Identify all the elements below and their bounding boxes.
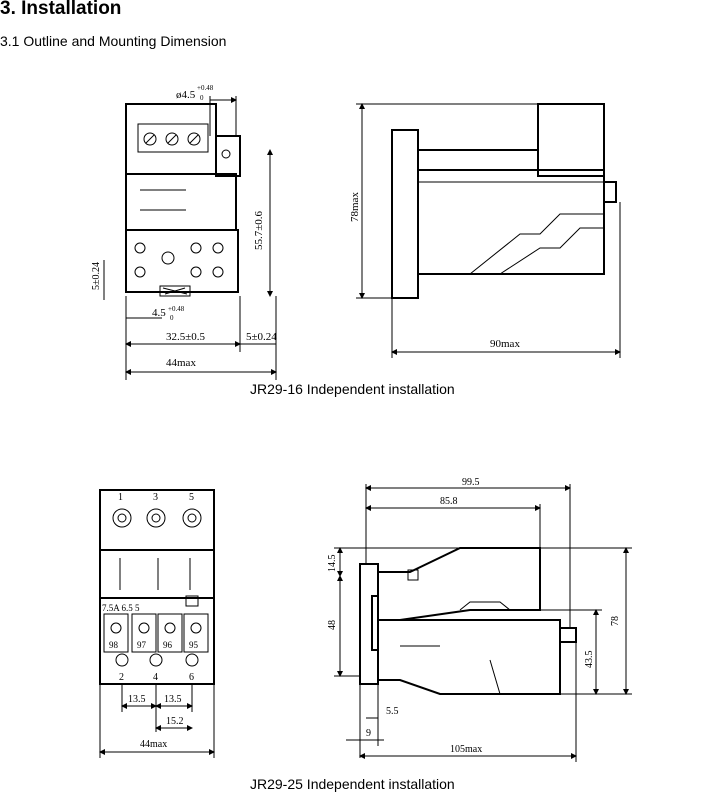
dim-slot-tol: +0.48 [168, 305, 185, 313]
terminal-aux-97: 97 [137, 640, 147, 650]
dim-pitch1: 13.5 [128, 694, 146, 705]
dim-pitch2: 13.5 [164, 694, 182, 705]
caption-jr29-25: JR29-25 Independent installation [250, 776, 455, 792]
dim-w-max-25: 44max [140, 739, 167, 750]
side-view-jr29-25 [359, 547, 577, 695]
dimensions-side-jr29-16 [356, 103, 621, 358]
dim-side-w2: 85.8 [440, 496, 458, 507]
terminal-bottom-2: 2 [119, 672, 124, 683]
terminal-top-3: 3 [153, 492, 158, 503]
dim-hole-tol0: 0 [200, 94, 204, 102]
terminal-bottom-6: 6 [189, 672, 194, 683]
terminal-aux-98: 98 [109, 640, 119, 650]
dim-side-w: 90max [490, 338, 520, 350]
side-view-jr29-16 [391, 103, 617, 299]
terminal-top-1: 1 [118, 492, 123, 503]
dimensions-front-jr29-16 [103, 96, 277, 380]
dim-side-d2: 9 [366, 728, 371, 739]
terminal-aux-96: 96 [163, 640, 173, 650]
dim-side-d1: 5.5 [386, 706, 399, 717]
dim-side-h3: 78 [610, 616, 621, 626]
dim-h-mount: 55.7±0.6 [253, 210, 265, 250]
dim-w-mount: 32.5±0.5 [166, 331, 206, 343]
subsection-heading: 3.1 Outline and Mounting Dimension [0, 33, 227, 49]
dim-side-w1: 99.5 [462, 477, 480, 488]
terminal-top-5: 5 [189, 492, 194, 503]
dim-h-left: 5±0.24 [91, 262, 102, 290]
dim-w-max: 44max [166, 357, 196, 369]
dim-hole-tol: +0.48 [197, 84, 214, 92]
section-heading: 3. Installation [0, 0, 122, 19]
dim-slot: 4.5 [152, 307, 166, 319]
dimensions-front-jr29-25 [99, 684, 215, 758]
terminal-bottom-4: 4 [153, 672, 158, 683]
dim-slot-tol0: 0 [170, 314, 174, 322]
dim-w-edge: 5±0.24 [246, 331, 277, 343]
dim-side-h1: 14.5 [327, 555, 338, 573]
dim-side-h2: 48 [327, 620, 338, 630]
front-view-jr29-25 [99, 489, 215, 685]
front-view-jr29-16 [125, 103, 241, 297]
terminal-aux-95: 95 [189, 640, 199, 650]
dial-label: 7.5A 6.5 5 [102, 603, 140, 613]
dim-hole-dia: ø4.5 [176, 89, 196, 101]
dim-side-h4: 43.5 [584, 651, 595, 669]
dim-mount-w: 15.2 [166, 716, 184, 727]
dim-side-w3: 105max [450, 744, 482, 755]
caption-jr29-16: JR29-16 Independent installation [250, 381, 455, 397]
dimensions-side-jr29-25 [334, 484, 632, 762]
dim-side-h: 78max [349, 192, 361, 222]
